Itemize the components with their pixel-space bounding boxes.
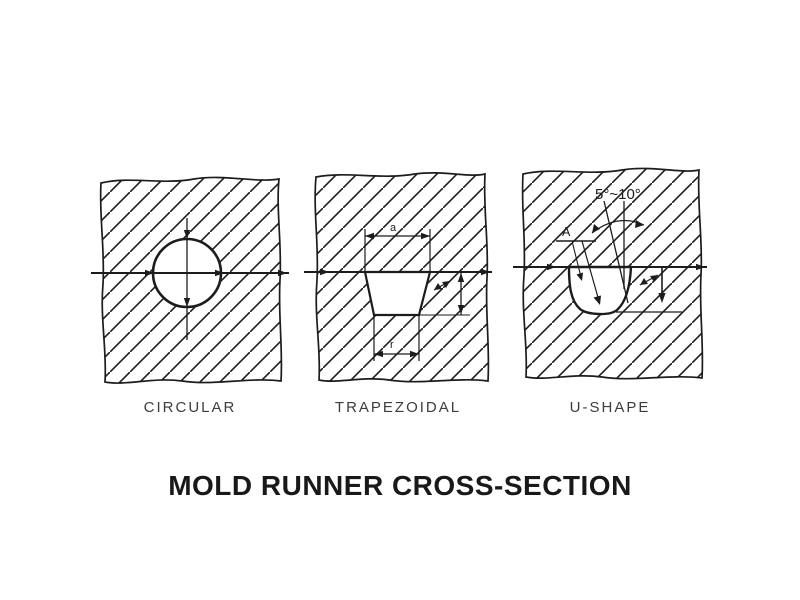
arrow-tip-icon: [576, 272, 583, 281]
depth-arrow-group: [616, 267, 682, 313]
draft-angle-dimension: 5°~10°: [591, 186, 653, 304]
arrow-down-icon: [658, 293, 666, 303]
top-width-dimension: a: [364, 222, 431, 272]
parting-line-group: [91, 269, 289, 277]
trapezoidal-runner-diagram: a r: [304, 171, 492, 383]
caption-circular: CIRCULAR: [143, 399, 237, 416]
depth-dimension: [419, 272, 470, 316]
leader-line: [581, 240, 600, 302]
arrow-tip-icon: [592, 224, 600, 233]
runner-trapezoid-group: [363, 270, 432, 317]
caption-trapezoidal: TRAPEZOIDAL: [334, 399, 462, 416]
arrow-tip-icon: [434, 283, 442, 290]
top-width-label: a: [390, 222, 397, 234]
arrow-right-icon: [145, 269, 154, 277]
bottom-width-label: r: [390, 339, 394, 351]
arrow-down-icon: [183, 298, 191, 307]
trapezoidal-runner-groove: [363, 270, 432, 317]
angle-leader-line: [631, 202, 653, 224]
arrow-up-icon: [457, 273, 465, 282]
corner-leader-group: A: [556, 225, 601, 305]
arrow-tip-icon: [650, 275, 658, 282]
arrow-left-icon: [365, 232, 374, 240]
arrow-right-icon: [481, 268, 490, 276]
arrow-right-icon: [215, 269, 224, 277]
draft-wall-line: [603, 200, 629, 304]
centerline-group: [183, 218, 191, 340]
u-shape-runner-diagram: 5°~10° A: [513, 167, 707, 380]
arrow-tip-icon: [635, 220, 644, 228]
arrow-tip-icon: [593, 295, 601, 305]
u-runner-groove: [567, 265, 633, 316]
caption-u-shape: U-SHAPE: [569, 399, 651, 416]
arrow-right-icon: [410, 350, 419, 358]
bottom-width-dimension: r: [373, 315, 420, 361]
page-title: MOLD RUNNER CROSS-SECTION: [168, 470, 632, 501]
arrow-right-icon: [696, 263, 705, 271]
leader-line: [571, 240, 582, 278]
arrow-down-icon: [457, 305, 465, 314]
arrow-right-icon: [421, 232, 430, 240]
arrow-right-icon: [547, 263, 556, 271]
extension-lines: [373, 315, 420, 361]
arrow-down-icon: [183, 230, 191, 239]
arrow-left-icon: [374, 350, 383, 358]
arrow-tip-icon: [640, 278, 648, 285]
arrow-tip-icon: [442, 281, 450, 288]
corner-label: A: [562, 225, 571, 239]
circular-runner-diagram: [91, 176, 289, 384]
draft-angle-label: 5°~10°: [595, 186, 641, 203]
runner-u-group: [567, 265, 633, 316]
parting-line-group: [513, 263, 707, 271]
arrow-right-icon: [320, 268, 329, 276]
arrow-right-icon: [278, 269, 287, 277]
